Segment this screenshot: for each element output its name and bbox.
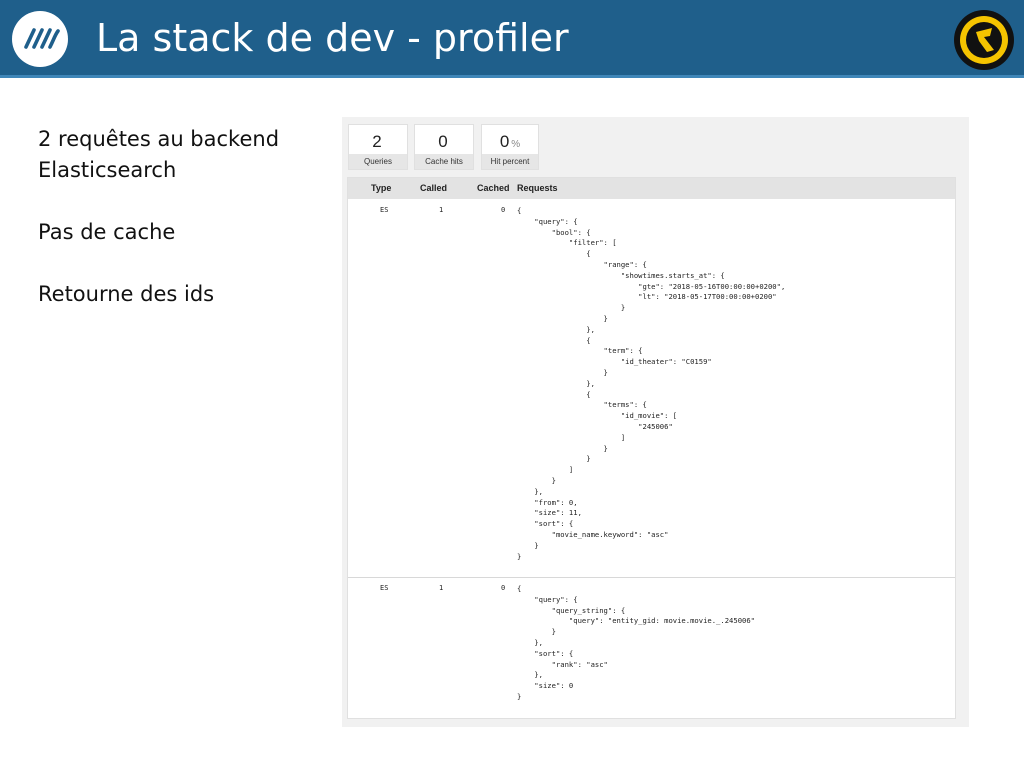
stat-queries: 2 Queries (348, 124, 408, 170)
stripes-logo-icon (12, 11, 68, 67)
cell-cached: 0 (501, 584, 506, 592)
cell-type: ES (380, 206, 389, 214)
stat-value: 2 (372, 132, 382, 151)
note-line: Pas de cache (38, 220, 176, 244)
request-json: { "query": { "query_string": { "query": … (517, 584, 755, 701)
cell-called: 1 (439, 584, 444, 592)
column-header-called: Called (420, 183, 448, 193)
column-header-type: Type (371, 183, 392, 193)
stat-value: 0 (438, 132, 448, 151)
stat-label: Cache hits (415, 154, 473, 169)
table-row: ES 1 0 { "query": { "query_string": { "q… (348, 578, 955, 718)
stat-label: Queries (349, 154, 407, 169)
stat-label: Hit percent (482, 154, 538, 169)
slide-notes: 2 requêtes au backend Elasticsearch Pas … (38, 124, 328, 310)
slide-header: La stack de dev - profiler (0, 0, 1024, 78)
table-header: Type Called Cached Requests (348, 178, 955, 199)
cell-type: ES (380, 584, 389, 592)
column-header-requests: Requests (517, 183, 558, 193)
slide-title: La stack de dev - profiler (96, 16, 569, 60)
note-line: 2 requêtes au backend (38, 127, 280, 151)
stat-hit-percent: 0% Hit percent (481, 124, 539, 170)
note-line: Elasticsearch (38, 158, 177, 182)
row-divider (348, 577, 955, 578)
request-json: { "query": { "bool": { "filter": [ { "ra… (517, 206, 786, 561)
table-row: ES 1 0 { "query": { "bool": { "filter": … (348, 200, 955, 576)
profiler-screenshot: 2 Queries 0 Cache hits 0% Hit percent Ty… (342, 117, 969, 727)
note-line: Retourne des ids (38, 282, 215, 306)
stat-value: 0% (499, 132, 521, 151)
requests-table: Type Called Cached Requests ES 1 0 { "qu… (347, 177, 956, 719)
stat-cache-hits: 0 Cache hits (414, 124, 474, 170)
column-header-cached: Cached (477, 183, 510, 193)
cell-called: 1 (439, 206, 444, 214)
cell-cached: 0 (501, 206, 506, 214)
badge-logo-icon (954, 10, 1014, 70)
